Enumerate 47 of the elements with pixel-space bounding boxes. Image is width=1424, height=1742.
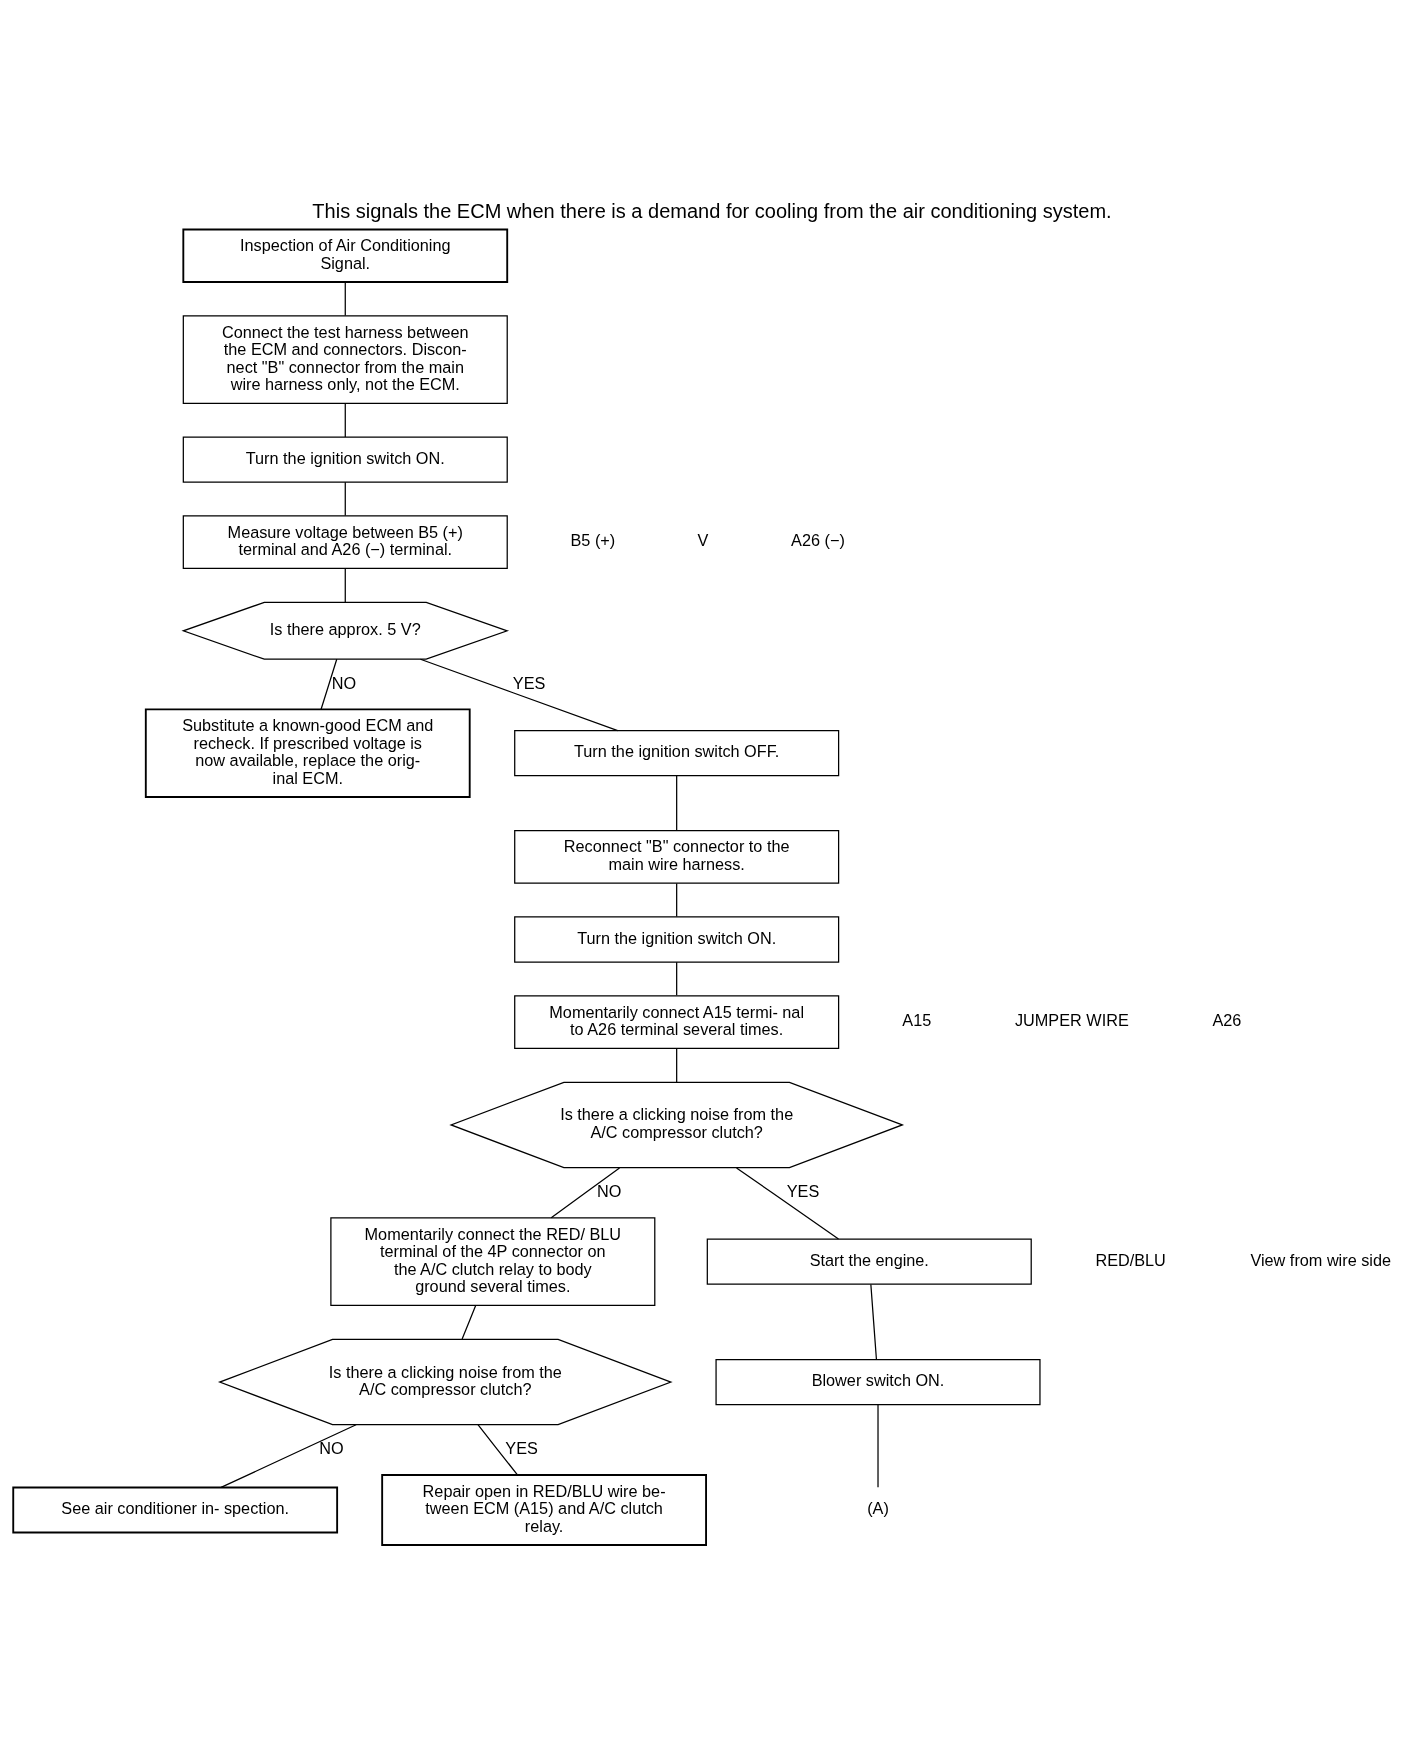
connector xyxy=(676,1048,678,1083)
node-box: Turn the ignition switch OFF. xyxy=(514,730,840,777)
label: View from wire side xyxy=(1250,1250,1392,1269)
connector xyxy=(676,775,678,832)
node-box: Measure voltage between B5 (+) terminal and A26 (−) terminal. xyxy=(182,515,508,570)
edge-label: NO xyxy=(596,1182,622,1201)
connector xyxy=(344,403,346,438)
node-box: Substitute a known-good ECM and recheck. If prescribed voltage is now available, replace the orig- inal ECM. xyxy=(144,708,471,798)
edge-label: YES xyxy=(505,1439,538,1458)
edge-label: YES xyxy=(512,673,546,692)
connector xyxy=(735,1167,840,1240)
label: A26 (−) xyxy=(791,531,845,550)
node-box: Momentarily connect the RED/ BLU terminal of the 4P connector on the A/C clutch relay to body ground several times. xyxy=(330,1217,656,1307)
label: JUMPER WIRE xyxy=(1014,1011,1129,1030)
connector xyxy=(676,882,678,918)
label: V xyxy=(697,531,709,550)
connector xyxy=(220,1424,357,1489)
node-box: Repair open in RED/BLU wire be- tween ECM (A15) and A/C clutch relay. xyxy=(381,1474,707,1546)
node-box: Momentarily connect A15 termi- nal to A26 terminal several times. xyxy=(514,995,840,1049)
edge-label: NO xyxy=(319,1439,344,1458)
node-text: (A) xyxy=(867,1499,889,1518)
node-box: Inspection of Air Conditioning Signal. xyxy=(182,228,509,283)
connector xyxy=(344,281,346,317)
connector xyxy=(344,568,346,603)
label: B5 (+) xyxy=(570,531,616,550)
node-box: Connect the test harness between the ECM and connectors. Discon- nect "B" connector from the main wire harness only, not the ECM. xyxy=(182,315,508,404)
connector xyxy=(344,481,346,517)
node-box: Blower switch ON. xyxy=(715,1358,1041,1406)
node-box: See air conditioner in- spection. xyxy=(12,1486,339,1534)
node-box: Reconnect "B" connector to the main wire harness. xyxy=(514,830,840,884)
edge-label: NO xyxy=(331,673,357,692)
node-box: Turn the ignition switch ON. xyxy=(182,436,508,483)
connector xyxy=(477,1424,519,1476)
connector xyxy=(419,658,619,732)
node-box: Start the engine. xyxy=(706,1238,1032,1285)
connector xyxy=(550,1167,621,1219)
connector xyxy=(461,1304,477,1340)
node-box: Turn the ignition switch ON. xyxy=(514,916,840,963)
label: A26 xyxy=(1212,1011,1242,1030)
connector xyxy=(320,658,338,710)
connector xyxy=(877,1403,879,1488)
connector xyxy=(870,1283,878,1360)
label: RED/BLU xyxy=(1095,1250,1166,1269)
label: A15 xyxy=(902,1011,932,1030)
diagram-title: This signals the ECM when there is a demand for cooling from the air conditioning system. xyxy=(312,200,1112,223)
connector xyxy=(676,961,678,996)
edge-label: YES xyxy=(786,1182,820,1201)
